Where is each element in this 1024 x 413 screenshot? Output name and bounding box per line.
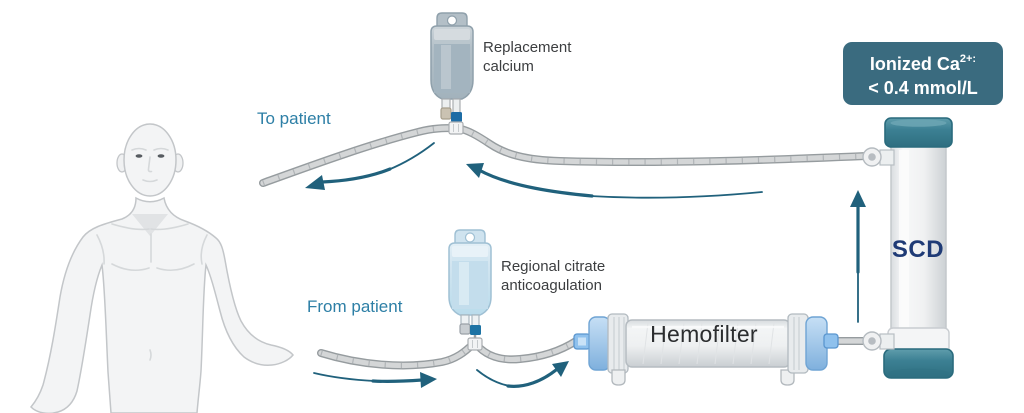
hemofilter-outlet-connector [823,333,839,349]
eye-right [157,154,165,158]
flow-arrow-to-patient [320,142,435,184]
flow-arrow-from-patient [313,372,424,384]
flow-arrowhead-to-scd [850,190,866,207]
citrate-line-clamp-icon [470,325,481,335]
clavicle-left [111,223,150,231]
calcium-port-line [452,98,461,114]
scd-top-cap-highlight [890,119,947,127]
bag-liquid-surface [434,40,470,44]
citrate-line-junction [467,337,483,351]
scd-bottom-cap-shadow [888,368,949,378]
citrate-bag [448,229,492,351]
hemofilter-foot-right [780,369,795,386]
deltoid-line-left [96,234,105,265]
nose-line [147,156,153,173]
replacement-calcium-label: Replacement calcium [483,38,571,76]
mouth-line [142,179,158,183]
navel-line [149,349,152,361]
bag-highlight [441,45,451,89]
replacement-calcium-line2: calcium [483,58,534,75]
bag-highlight [459,262,469,305]
to-patient-tubing [259,124,459,187]
patient-figure [29,123,294,413]
replacement-calcium-bag [430,12,474,135]
bag-hanger-hole [464,232,476,243]
pec-line-right [156,263,195,272]
calcium-line-clamp-icon [451,112,462,122]
hemofilter-device [573,313,839,386]
ionized-calcium-line1: Ionized Ca2+: [869,52,977,74]
ionized-calcium-line2: < 0.4 mmol/L [868,77,978,98]
calcium-port-cap [440,107,452,120]
bag-headspace [452,246,488,257]
regional-citrate-label: Regional citrate anticoagulation [501,257,605,295]
to-patient-label: To patient [257,109,331,128]
deltoid-line-right [200,234,208,265]
scd-body-highlight [899,150,909,342]
from-patient-tubing [317,340,477,370]
bag-liquid-surface [452,257,488,261]
bag-headspace [434,29,470,40]
bag-liquid [434,40,470,93]
flow-arrowhead-from-patient [420,372,437,388]
superscript-2plus: 2+: [959,52,977,65]
hemofilter-left-collar [588,316,611,371]
flow-arrow-to-hemofilter [476,368,558,388]
scd-top-port-neck [879,149,895,166]
citrate-to-hemofilter-tubing [472,337,580,364]
eye-left [135,154,143,158]
from-patient-label: From patient [307,297,403,316]
hemofilter-inlet-core [578,337,586,346]
bag-hanger-hole [446,15,458,26]
neck-shadow [132,214,168,236]
scd-bottom-port-core [868,337,876,345]
flow-arrowhead-to-hemofilter [552,361,569,377]
return-tubing [453,124,870,167]
hemofilter-striations [642,322,775,365]
scd-bottom-port-neck [879,333,895,350]
calcium-line-junction [448,121,464,135]
citrate-port-cap [459,323,471,335]
patient-torso [29,196,294,413]
flow-arrow-return [477,168,763,199]
scd-label: SCD [891,236,945,263]
hemofilter-foot-left [611,369,626,386]
scd-device [862,117,954,379]
clavicle-right [150,223,189,231]
regional-citrate-line1: Regional citrate [501,258,606,275]
eyebrow-left [131,147,147,151]
bag-liquid [452,257,488,309]
hemofilter-label: Hemofilter [650,321,758,347]
ionized-calcium-callout: Ionized Ca2+: < 0.4 mmol/L [843,42,1003,105]
eyebrow-right [153,147,169,151]
regional-citrate-line2: anticoagulation [501,277,602,294]
replacement-calcium-line1: Replacement [483,39,572,56]
hemofilter-right-ring [787,313,809,374]
scd-top-port-core [868,153,876,161]
pec-line-left [111,263,150,272]
flow-arrowhead-to-patient [305,175,325,190]
flow-arrowhead-return [466,163,484,178]
